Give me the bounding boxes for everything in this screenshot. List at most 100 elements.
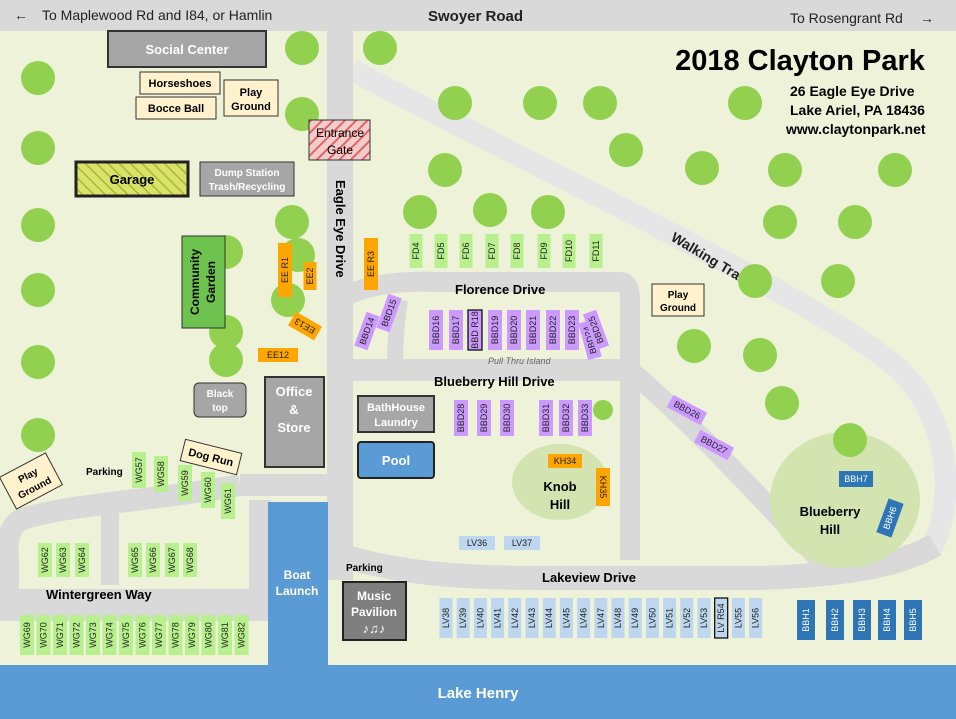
campsite-bbd29[interactable]: BBD29 (477, 400, 491, 436)
campsite-wg73[interactable]: WG73 (86, 615, 100, 655)
campsite-wg59[interactable]: WG59 (178, 465, 192, 501)
campsite-wg77[interactable]: WG77 (152, 615, 166, 655)
campsite-bbd20[interactable]: BBD20 (507, 310, 521, 350)
campsite-ee13[interactable]: EE13 (288, 311, 322, 341)
campsite-bbd31[interactable]: BBD31 (539, 400, 553, 436)
campsite-wg81[interactable]: WG81 (218, 615, 232, 655)
campsite-wg75[interactable]: WG75 (119, 615, 133, 655)
campsite-wg58[interactable]: WG58 (154, 456, 168, 492)
campsite-wg69[interactable]: WG69 (20, 615, 34, 655)
campsite-lv56[interactable]: LV56 (749, 598, 763, 638)
campsite-lv38[interactable]: LV38 (439, 598, 453, 638)
play-ground-left[interactable]: Play Ground (0, 452, 64, 510)
campsite-ee-r1[interactable]: EE R1 (278, 243, 292, 297)
campsite-ee-r3[interactable]: EE R3 (364, 238, 378, 290)
campsite-bbd16[interactable]: BBD16 (429, 310, 443, 350)
campsite-lv45[interactable]: LV45 (559, 598, 573, 638)
campsite-lv40[interactable]: LV40 (473, 598, 487, 638)
office-store[interactable]: Office & Store (264, 376, 325, 468)
campsite-lv55[interactable]: LV55 (731, 598, 745, 638)
campsite-kh34[interactable]: KH34 (548, 454, 582, 468)
campsite-fd5[interactable]: FD5 (434, 234, 448, 268)
campsite-wg65[interactable]: WG65 (128, 543, 142, 577)
campsite-fd6[interactable]: FD6 (459, 234, 473, 268)
campsite-fd9[interactable]: FD9 (537, 234, 551, 268)
horseshoes[interactable]: Horseshoes (139, 71, 221, 95)
garage[interactable]: Garage (74, 160, 190, 198)
play-ground-right[interactable]: Play Ground (651, 283, 705, 317)
campsite-bbd22[interactable]: BBD22 (546, 310, 560, 350)
campsite-lv44[interactable]: LV44 (542, 598, 556, 638)
dog-run[interactable]: Dog Run (179, 438, 243, 476)
campsite-lv51[interactable]: LV51 (663, 598, 677, 638)
campsite-bbd-r18[interactable]: BBD R18 (467, 309, 483, 351)
campsite-wg78[interactable]: WG78 (168, 615, 183, 655)
campsite-wg76[interactable]: WG76 (135, 615, 150, 655)
social-center[interactable]: Social Center (107, 30, 267, 68)
campsite-ee12[interactable]: EE12 (258, 348, 298, 362)
campsite-wg63[interactable]: WG63 (56, 543, 70, 577)
campsite-bbh3[interactable]: BBH3 (853, 600, 871, 640)
campsite-bbd32[interactable]: BBD32 (559, 400, 573, 436)
campsite-bbd21[interactable]: BBD21 (526, 310, 540, 350)
campsite-lv37[interactable]: LV37 (504, 536, 540, 550)
campsite-wg74[interactable]: WG74 (102, 615, 117, 655)
campsite-bbh4[interactable]: BBH4 (878, 600, 896, 640)
campsite-fd11[interactable]: FD11 (589, 234, 603, 268)
campsite-bbh7[interactable]: BBH7 (839, 471, 873, 487)
campsite-bbd33[interactable]: BBD33 (578, 400, 592, 436)
campsite-bbh5[interactable]: BBH5 (904, 600, 922, 640)
campsite-wg62[interactable]: WG62 (38, 543, 52, 577)
campsite-lv-r54[interactable]: LV R54 (714, 597, 729, 639)
campsite-lv50[interactable]: LV50 (645, 598, 659, 638)
bathhouse-laundry[interactable]: BathHouse Laundry (357, 395, 435, 433)
campsite-bbd23[interactable]: BBD23 (565, 310, 579, 350)
campsite-bbd17[interactable]: BBD17 (449, 310, 463, 350)
community-garden[interactable]: Community Garden (181, 235, 226, 329)
campsite-bbh2[interactable]: BBH2 (826, 600, 844, 640)
campsite-lv49[interactable]: LV49 (628, 598, 642, 638)
campsite-lv47[interactable]: LV47 (594, 598, 608, 638)
dump-station[interactable]: Dump Station Trash/Recycling (199, 161, 295, 197)
campsite-lv36[interactable]: LV36 (459, 536, 495, 550)
campsite-wg80[interactable]: WG80 (201, 615, 216, 655)
campsite-lv46[interactable]: LV46 (577, 598, 591, 638)
campsite-fd7[interactable]: FD7 (485, 234, 499, 268)
campsite-wg72[interactable]: WG72 (69, 615, 84, 655)
campsite-lv52[interactable]: LV52 (680, 598, 694, 638)
campsite-fd8[interactable]: FD8 (510, 234, 524, 268)
campsite-wg66[interactable]: WG66 (146, 543, 160, 577)
campsite-wg61[interactable]: WG61 (221, 483, 235, 519)
campsite-fd4[interactable]: FD4 (409, 234, 423, 268)
campsite-wg57[interactable]: WG57 (132, 452, 146, 488)
campsite-wg60[interactable]: WG60 (201, 472, 215, 508)
campsite-bbh1[interactable]: BBH1 (797, 600, 815, 640)
website-link[interactable]: www.claytonpark.net (785, 121, 926, 137)
campsite-wg68[interactable]: WG68 (183, 543, 197, 577)
campsite-wg67[interactable]: WG67 (165, 543, 179, 577)
campsite-lv48[interactable]: LV48 (611, 598, 625, 638)
campsite-wg79[interactable]: WG79 (185, 615, 199, 655)
campsite-lv39[interactable]: LV39 (456, 598, 470, 638)
campsite-lv42[interactable]: LV42 (508, 598, 522, 638)
campsite-bbd30[interactable]: BBD30 (500, 400, 514, 436)
campsite-lv53[interactable]: LV53 (697, 598, 711, 638)
play-ground-top[interactable]: Play Ground (223, 79, 279, 117)
campsite-lv43[interactable]: LV43 (525, 598, 539, 638)
campsite-fd10[interactable]: FD10 (562, 234, 576, 268)
entrance-gate[interactable]: Entrance Gate (308, 119, 371, 161)
campsite-wg71[interactable]: WG71 (53, 615, 67, 655)
campsite-wg82[interactable]: WG82 (234, 615, 249, 655)
campsite-wg70[interactable]: WG70 (36, 615, 51, 655)
music-pavilion[interactable]: Music Pavilion ♪♫♪ (342, 581, 407, 641)
campsite-ee2[interactable]: EE2 (303, 262, 317, 290)
black-top[interactable]: Black top (193, 382, 247, 418)
pool[interactable]: Pool (357, 441, 435, 479)
campsite-bbh6[interactable]: BBH6 (876, 498, 904, 538)
bocce-ball[interactable]: Bocce Ball (135, 96, 217, 120)
campsite-bbd19[interactable]: BBD19 (488, 310, 502, 350)
campsite-lv41[interactable]: LV41 (491, 598, 505, 638)
campsite-wg64[interactable]: WG64 (75, 543, 89, 577)
campsite-bbd28[interactable]: BBD28 (454, 400, 468, 436)
campsite-kh35[interactable]: KH35 (596, 468, 610, 506)
